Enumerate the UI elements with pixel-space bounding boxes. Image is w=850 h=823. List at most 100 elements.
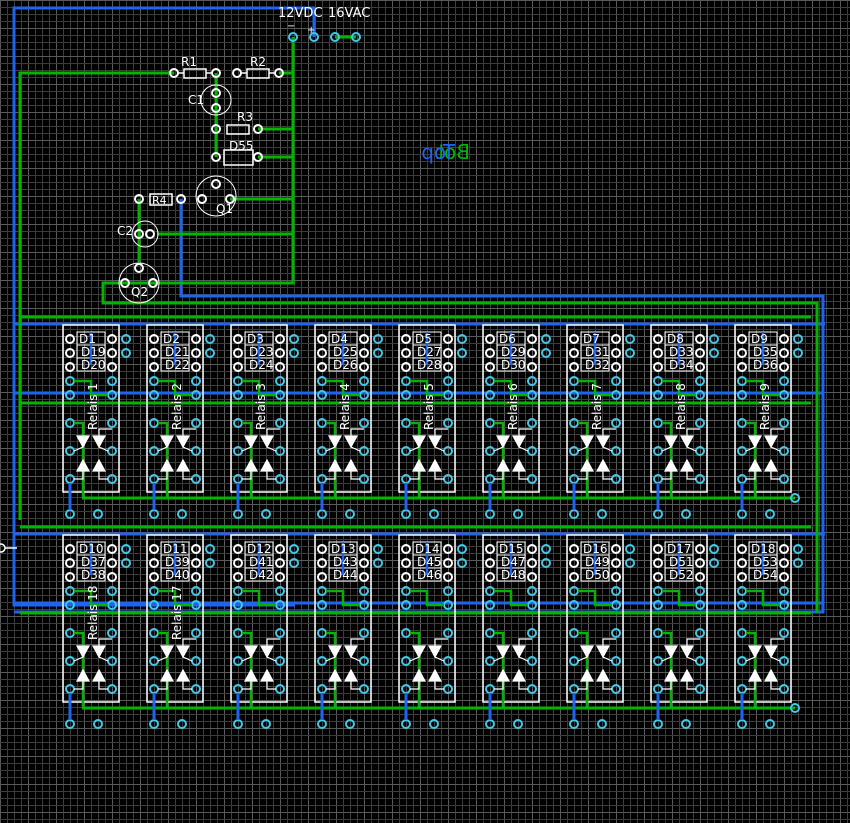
coil-pad[interactable] xyxy=(65,390,75,400)
diode-pad[interactable] xyxy=(569,558,579,568)
diode-pad[interactable] xyxy=(359,348,369,358)
diode-pad[interactable] xyxy=(359,544,369,554)
output-pad[interactable] xyxy=(345,719,355,729)
diode-pad[interactable] xyxy=(401,572,411,582)
bottom-trace-dc-plus[interactable] xyxy=(278,6,316,37)
capacitor-c1[interactable]: C1 xyxy=(188,84,232,116)
connector-pad[interactable] xyxy=(793,334,803,344)
coil-pad[interactable] xyxy=(401,600,411,610)
diode-pad[interactable] xyxy=(107,572,117,582)
diode-pad[interactable] xyxy=(107,362,117,372)
contact-pad[interactable] xyxy=(191,418,201,428)
connector-pad[interactable] xyxy=(625,348,635,358)
diode-pad[interactable] xyxy=(611,334,621,344)
connector-pad[interactable] xyxy=(205,544,215,554)
connector-pad[interactable] xyxy=(541,348,551,358)
connector-pad[interactable] xyxy=(373,558,383,568)
diode-pad[interactable] xyxy=(317,572,327,582)
coil-pad[interactable] xyxy=(317,600,327,610)
coil-pad[interactable] xyxy=(695,586,705,596)
output-pad[interactable] xyxy=(429,719,439,729)
coil-pad[interactable] xyxy=(779,376,789,386)
coil-pad[interactable] xyxy=(569,390,579,400)
diode-pad[interactable] xyxy=(611,362,621,372)
connector-pad[interactable] xyxy=(289,558,299,568)
diode-pad[interactable] xyxy=(149,362,159,372)
coil-pad[interactable] xyxy=(737,600,747,610)
contact-pad[interactable] xyxy=(275,418,285,428)
diode-pad[interactable] xyxy=(401,558,411,568)
diode-pad[interactable] xyxy=(569,334,579,344)
row-common-pad[interactable] xyxy=(790,703,800,713)
coil-pad[interactable] xyxy=(275,586,285,596)
diode-pad[interactable] xyxy=(653,544,663,554)
contact-pad[interactable] xyxy=(695,418,705,428)
diode-pad[interactable] xyxy=(233,572,243,582)
connector-pad[interactable] xyxy=(457,558,467,568)
diode-pad[interactable] xyxy=(569,362,579,372)
connector-pad[interactable] xyxy=(541,558,551,568)
contact-pad[interactable] xyxy=(779,628,789,638)
diode-pad[interactable] xyxy=(485,572,495,582)
diode-pad[interactable] xyxy=(443,334,453,344)
output-pad[interactable] xyxy=(429,509,439,519)
diode-pad[interactable] xyxy=(779,558,789,568)
connector-pad[interactable] xyxy=(457,334,467,344)
coil-pad[interactable] xyxy=(191,586,201,596)
diode-pad[interactable] xyxy=(275,572,285,582)
diode-pad[interactable] xyxy=(401,362,411,372)
connector-pad[interactable] xyxy=(793,544,803,554)
coil-pad[interactable] xyxy=(611,586,621,596)
capacitor-c2[interactable]: C2 xyxy=(117,220,159,248)
coil-pad[interactable] xyxy=(275,376,285,386)
transistor-q1[interactable]: Q1 xyxy=(195,175,237,217)
diode-pad[interactable] xyxy=(443,362,453,372)
diode-pad[interactable] xyxy=(527,348,537,358)
diode-pad[interactable] xyxy=(107,334,117,344)
connector-pad[interactable] xyxy=(121,558,131,568)
contact-pad[interactable] xyxy=(107,418,117,428)
resistor-r4[interactable]: R4 xyxy=(134,193,186,207)
connector-pad[interactable] xyxy=(709,544,719,554)
diode-pad[interactable] xyxy=(569,572,579,582)
coil-pad[interactable] xyxy=(359,586,369,596)
diode-pad[interactable] xyxy=(275,544,285,554)
diode-pad[interactable] xyxy=(275,334,285,344)
diode-pad[interactable] xyxy=(65,334,75,344)
diode-pad[interactable] xyxy=(569,348,579,358)
diode-pad[interactable] xyxy=(65,348,75,358)
diode-pad[interactable] xyxy=(107,348,117,358)
diode-pad[interactable] xyxy=(275,348,285,358)
connector-pad[interactable] xyxy=(289,334,299,344)
diode-pad[interactable] xyxy=(779,348,789,358)
diode-pad[interactable] xyxy=(317,362,327,372)
diode-pad[interactable] xyxy=(317,544,327,554)
diode-pad[interactable] xyxy=(275,558,285,568)
diode-pad[interactable] xyxy=(737,572,747,582)
diode-pad[interactable] xyxy=(275,362,285,372)
coil-pad[interactable] xyxy=(149,600,159,610)
diode-pad[interactable] xyxy=(317,348,327,358)
connector-pad[interactable] xyxy=(205,334,215,344)
output-pad[interactable] xyxy=(513,509,523,519)
connector-pad[interactable] xyxy=(121,348,131,358)
connector-pad[interactable] xyxy=(793,348,803,358)
coil-pad[interactable] xyxy=(317,390,327,400)
diode-pad[interactable] xyxy=(611,558,621,568)
connector-pad[interactable] xyxy=(373,334,383,344)
contact-pad[interactable] xyxy=(359,418,369,428)
contact-pad[interactable] xyxy=(107,628,117,638)
diode-pad[interactable] xyxy=(443,544,453,554)
